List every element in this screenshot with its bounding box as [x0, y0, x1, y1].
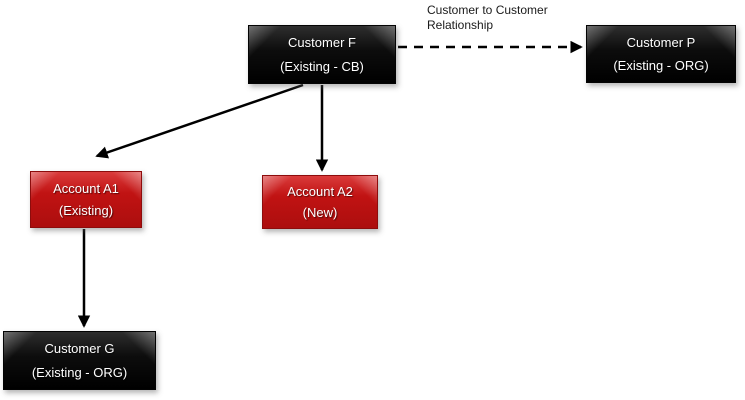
node-title: Account A1 — [53, 180, 119, 196]
node-customer-g[interactable]: Customer G (Existing - ORG) — [3, 331, 156, 390]
node-title: Customer P — [626, 35, 696, 50]
node-subtitle: (Existing) — [58, 203, 114, 219]
node-title: Customer F — [288, 35, 356, 51]
node-title: Customer G — [44, 341, 115, 357]
node-title: Account A2 — [287, 183, 353, 199]
node-subtitle: (Existing - ORG) — [613, 58, 709, 73]
node-customer-p[interactable]: Customer P (Existing - ORG) — [586, 25, 736, 83]
node-subtitle: (Existing - ORG) — [31, 364, 128, 380]
edge-customerf-to-accounta1 — [95, 83, 304, 159]
node-account-a2[interactable]: Account A2 (New) — [262, 175, 378, 229]
edge-label-customer-to-customer-relationship: Customer to Customer Relationship — [427, 3, 548, 32]
node-account-a1[interactable]: Account A1 (Existing) — [30, 171, 142, 228]
node-subtitle: (Existing - CB) — [280, 58, 364, 74]
node-customer-f[interactable]: Customer F (Existing - CB) — [248, 25, 396, 84]
node-subtitle: (New) — [302, 205, 338, 221]
